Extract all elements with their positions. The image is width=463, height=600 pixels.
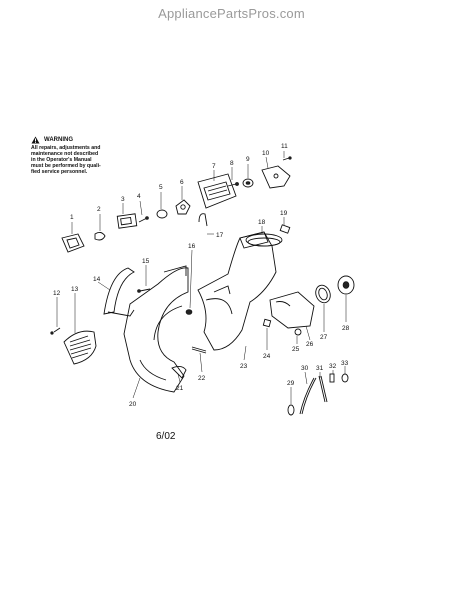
part-1 — [61, 222, 85, 253]
warning-title: WARNING — [44, 136, 73, 143]
callout-23: 23 — [240, 363, 248, 370]
part-11 — [282, 151, 292, 161]
part-2 — [94, 214, 106, 241]
part-32 — [329, 370, 335, 383]
part-3 — [116, 203, 138, 229]
callout-10: 10 — [262, 150, 270, 157]
part-10 — [261, 156, 291, 189]
part-21 — [171, 365, 187, 383]
part-5 — [156, 192, 168, 219]
callout-5: 5 — [159, 184, 163, 191]
callout-21: 21 — [176, 385, 184, 392]
part-17 — [198, 213, 214, 235]
callout-17: 17 — [216, 232, 224, 239]
warning-box: WARNING All repairs, adjustments and mai… — [31, 136, 129, 175]
part-4 — [138, 200, 149, 223]
callout-16: 16 — [188, 243, 196, 250]
callout-9: 9 — [246, 156, 250, 163]
callout-4: 4 — [137, 193, 141, 200]
warning-header: WARNING — [31, 136, 129, 144]
callout-33: 33 — [341, 360, 349, 367]
callout-18: 18 — [258, 219, 266, 226]
callout-14: 14 — [93, 276, 101, 283]
warning-triangle-icon — [31, 136, 40, 144]
callout-25: 25 — [292, 346, 300, 353]
callout-24: 24 — [263, 353, 271, 360]
part-12 — [50, 297, 61, 335]
part-9 — [242, 164, 254, 188]
part-20 — [123, 265, 189, 399]
part-27 — [315, 284, 331, 332]
callout-29: 29 — [287, 380, 295, 387]
callout-30: 30 — [301, 365, 309, 372]
part-24 — [262, 318, 272, 350]
callout-13: 13 — [71, 286, 79, 293]
part-23 — [197, 231, 277, 361]
part-19 — [279, 217, 291, 234]
callout-3: 3 — [121, 196, 125, 203]
callout-31: 31 — [316, 365, 324, 372]
part-28 — [337, 275, 355, 322]
part-8 — [227, 167, 239, 187]
callout-7: 7 — [212, 163, 216, 170]
callout-26: 26 — [306, 341, 314, 348]
warning-text: All repairs, adjustments and maintenance… — [31, 145, 101, 176]
part-33 — [341, 366, 349, 383]
callout-6: 6 — [180, 179, 184, 186]
part-15 — [137, 265, 151, 293]
callout-12: 12 — [53, 290, 61, 297]
part-16 — [185, 249, 193, 315]
callout-11: 11 — [281, 143, 288, 150]
watermark: AppliancePartsPros.com — [158, 6, 305, 21]
callout-19: 19 — [280, 210, 288, 217]
part-25 — [294, 328, 302, 344]
part-30 — [299, 371, 317, 415]
part-14 — [97, 267, 135, 317]
revision-date: 6/02 — [156, 431, 176, 442]
callout-8: 8 — [230, 160, 234, 167]
callout-1: 1 — [70, 214, 74, 221]
part-31 — [318, 372, 328, 403]
callout-20: 20 — [129, 401, 137, 408]
part-7 — [197, 170, 237, 209]
callout-28: 28 — [342, 325, 350, 332]
part-13 — [63, 293, 97, 365]
callout-2: 2 — [97, 206, 101, 213]
callout-22: 22 — [198, 375, 206, 382]
part-26 — [269, 291, 315, 341]
callout-15: 15 — [142, 258, 150, 265]
callout-27: 27 — [320, 334, 328, 341]
part-29 — [287, 387, 295, 416]
callout-32: 32 — [329, 363, 337, 370]
part-6 — [175, 186, 191, 215]
part-22 — [191, 346, 207, 373]
